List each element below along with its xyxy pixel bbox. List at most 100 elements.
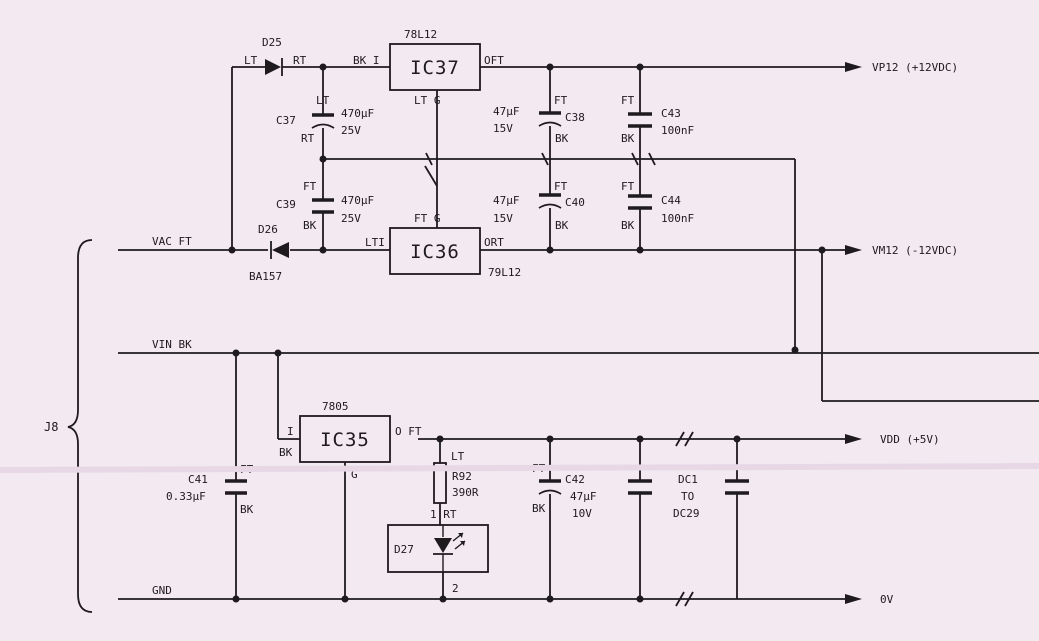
c37-bottom: RT <box>301 132 315 145</box>
d25-name: D25 <box>262 36 282 49</box>
optocoupler-d27: D27 2 <box>387 524 489 595</box>
c37-name: C37 <box>276 114 296 127</box>
ic35-name: IC35 <box>320 429 370 451</box>
c41-name: C41 <box>188 473 208 486</box>
c44-value: 100nF <box>661 212 694 225</box>
d26-part: BA157 <box>249 270 282 283</box>
ic35-pin-out: O FT <box>395 425 422 438</box>
j8-label: J8 <box>44 420 58 434</box>
c44-top: FT <box>621 180 635 193</box>
output-arrows <box>845 62 862 604</box>
ic36-name: IC36 <box>410 241 460 263</box>
dc-to: TO <box>681 490 694 503</box>
capacitor-c41: FT C41 BK 0.33μF <box>166 463 254 516</box>
d25-lt: LT <box>244 54 258 67</box>
ic37-pin-in: BK I <box>353 54 380 67</box>
c39-value: 470μF <box>341 194 374 207</box>
c42-value: 47μF <box>570 490 597 503</box>
ic36-part: 79L12 <box>488 266 521 279</box>
gnd-label: GND <box>152 584 172 597</box>
vdd-label: VDD (+5V) <box>880 433 940 446</box>
c41-value: 0.33μF <box>166 490 206 503</box>
ov-label: 0V <box>880 593 894 606</box>
d27-name: D27 <box>394 543 414 556</box>
dc-last: DC29 <box>673 507 700 520</box>
crossing-marks <box>424 152 656 187</box>
diode-d25: D25 LT RT <box>244 36 307 76</box>
output-labels: VP12 (+12VDC) VM12 (-12VDC) VDD (+5V) 0V <box>872 61 958 606</box>
capacitor-c44: FT C44 BK 100nF <box>621 180 694 232</box>
c38-name: C38 <box>565 111 585 124</box>
capacitor-c38: FT C38 BK 47μF 15V <box>493 94 585 145</box>
ic37-name: IC37 <box>410 57 460 79</box>
c38-bottom: BK <box>555 132 569 145</box>
c42-name: C42 <box>565 473 585 486</box>
arrow-vdd <box>845 434 862 444</box>
capacitor-c37: LT C37 RT 470μF 25V <box>276 94 374 145</box>
ic36-pin-g: FT G <box>414 212 441 225</box>
c38-voltage: 15V <box>493 122 513 135</box>
c40-voltage: 15V <box>493 212 513 225</box>
c44-bottom: BK <box>621 219 635 232</box>
arrow-vm12 <box>845 245 862 255</box>
c38-top: FT <box>554 94 568 107</box>
c42-bottom: BK <box>532 502 546 515</box>
junction-dots <box>228 63 826 603</box>
resistor-r92: LT R92 390R 1 RT <box>430 450 479 521</box>
c42-voltage: 10V <box>572 507 592 520</box>
r92-name: R92 <box>452 470 472 483</box>
pin-2: 2 <box>452 582 459 595</box>
c39-name: C39 <box>276 198 296 211</box>
c39-bottom: BK <box>303 219 317 232</box>
ic36-pin-out: ORT <box>484 236 504 249</box>
arrow-vp12 <box>845 62 862 72</box>
r92-value: 390R <box>452 486 479 499</box>
r92-bottom-label: 1 RT <box>430 508 457 521</box>
ic35-part: 7805 <box>322 400 349 413</box>
connector-j8: J8 <box>44 239 93 613</box>
c41-bottom: BK <box>240 503 254 516</box>
c38-value: 47μF <box>493 105 520 118</box>
diode-d26: D26 BA157 <box>249 223 289 283</box>
vin-label: VIN BK <box>152 338 192 351</box>
ic36: IC36 79L12 LTI ORT FT G <box>365 212 521 279</box>
c40-bottom: BK <box>555 219 569 232</box>
c44-name: C44 <box>661 194 681 207</box>
input-labels: VAC FT VIN BK GND <box>152 235 192 597</box>
c40-value: 47μF <box>493 194 520 207</box>
ic35-pin-g: G <box>351 468 358 481</box>
c43-top: FT <box>621 94 635 107</box>
d25-rt: RT <box>293 54 307 67</box>
capacitor-c39: FT C39 BK 470μF 25V <box>276 180 374 232</box>
capacitor-c42: FT C42 BK 47μF 10V <box>532 462 597 520</box>
arrow-ov <box>845 594 862 604</box>
c40-name: C40 <box>565 196 585 209</box>
ic35: IC35 7805 I BK O FT G <box>279 400 422 481</box>
ic35-pin-in: I <box>287 425 294 438</box>
page-fold-line <box>0 463 1039 473</box>
c43-name: C43 <box>661 107 681 120</box>
ic37-pin-out: OFT <box>484 54 504 67</box>
wires-bottom <box>118 352 1039 607</box>
wires-top <box>118 66 1039 402</box>
r92-top-label: LT <box>451 450 465 463</box>
ic37-part: 78L12 <box>404 28 437 41</box>
ic37-pin-g: LT G <box>414 94 441 107</box>
vm12-label: VM12 (-12VDC) <box>872 244 958 257</box>
vac-label: VAC FT <box>152 235 192 248</box>
d26-name: D26 <box>258 223 278 236</box>
dc-from: DC1 <box>678 473 698 486</box>
c40-top: FT <box>554 180 568 193</box>
ic36-pin-in: LTI <box>365 236 385 249</box>
capacitor-dc1 <box>628 479 652 495</box>
c37-voltage: 25V <box>341 124 361 137</box>
capacitor-c40: FT C40 BK 47μF 15V <box>493 180 585 232</box>
c39-top: FT <box>303 180 317 193</box>
dc-range-label: DC1 TO DC29 <box>673 473 700 520</box>
vp12-label: VP12 (+12VDC) <box>872 61 958 74</box>
ic37: IC37 78L12 BK I OFT LT G <box>353 28 504 107</box>
c43-bottom: BK <box>621 132 635 145</box>
ic35-pin-in2: BK <box>279 446 293 459</box>
c43-value: 100nF <box>661 124 694 137</box>
